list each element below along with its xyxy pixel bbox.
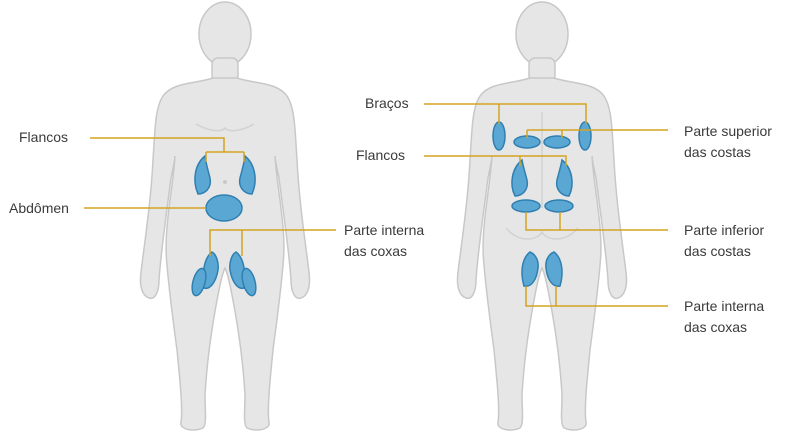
label-back-bracos: Braços bbox=[365, 92, 409, 114]
back-body-silhouette bbox=[457, 2, 626, 430]
label-back-flancos: Flancos bbox=[356, 144, 405, 166]
back-upper-right-zone bbox=[544, 136, 570, 148]
label-back-coxas-line1: Parte interna bbox=[684, 295, 764, 317]
label-back-inferior-line2: das costas bbox=[684, 240, 751, 262]
label-front-abdomen: Abdômen bbox=[9, 197, 69, 219]
label-back-coxas-line2: das coxas bbox=[684, 316, 747, 338]
label-front-coxas-line1: Parte interna bbox=[344, 219, 424, 241]
label-back-superior-line2: das costas bbox=[684, 141, 751, 163]
label-back-inferior-line1: Parte inferior bbox=[684, 219, 764, 241]
back-arm-left-zone bbox=[493, 122, 505, 150]
label-back-superior-line1: Parte superior bbox=[684, 120, 772, 142]
front-abdomen-zone bbox=[206, 195, 242, 221]
back-arm-right-zone bbox=[579, 122, 591, 150]
label-front-flancos: Flancos bbox=[19, 126, 68, 148]
back-lower-right-zone bbox=[545, 200, 573, 212]
back-lower-left-zone bbox=[512, 200, 540, 212]
label-front-coxas-line2: das coxas bbox=[344, 240, 407, 262]
